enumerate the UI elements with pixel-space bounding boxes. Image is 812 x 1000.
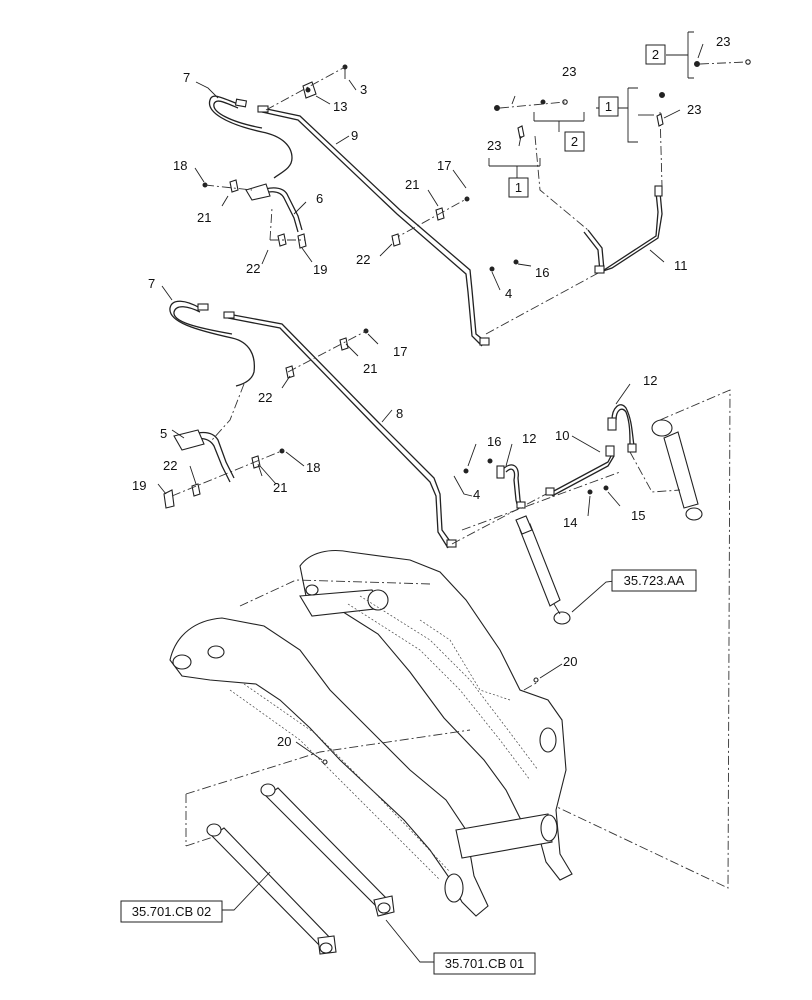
- clip-13: [302, 81, 317, 99]
- kit-bracket-1-mid: [488, 158, 541, 178]
- centerline: [499, 389, 731, 889]
- callout-22: 22: [163, 458, 177, 473]
- callout-15: 15: [631, 508, 645, 523]
- centerline: [629, 451, 681, 493]
- ref-label: 35.701.CB 02: [132, 904, 212, 919]
- pipe-11: [583, 185, 663, 274]
- pipe-8: [223, 311, 457, 549]
- callout-19: 19: [132, 478, 146, 493]
- callout-7: 7: [183, 70, 190, 85]
- centerline: [523, 681, 539, 691]
- lift-cylinder-right: [651, 419, 703, 521]
- callout-17: 17: [437, 158, 451, 173]
- callout-4: 4: [505, 286, 512, 301]
- callout-4: 4: [473, 487, 480, 502]
- callout-18: 18: [173, 158, 187, 173]
- hose-12-right: [607, 404, 637, 453]
- ref-box-35-723-aa[interactable]: 35.723.AA: [611, 569, 697, 592]
- pin-20: [322, 677, 539, 765]
- callout-23: 23: [716, 34, 730, 49]
- callout-17: 17: [393, 344, 407, 359]
- fittings-4-16-lower: [451, 458, 551, 545]
- callout-10: 10: [555, 428, 569, 443]
- fittings-22-19-upper: [269, 207, 307, 249]
- callout-9: 9: [351, 128, 358, 143]
- loader-frame: [169, 549, 573, 917]
- lift-cylinder-left: [515, 515, 571, 625]
- kit-box-1-upper[interactable]: 1: [598, 96, 619, 117]
- kit-label: 1: [515, 180, 522, 195]
- fittings-21-17-lower: [285, 328, 369, 379]
- pipe-9: [257, 105, 490, 347]
- fittings-18-21: [202, 179, 253, 193]
- callout-21: 21: [405, 177, 419, 192]
- kit-box-2-mid[interactable]: 2: [564, 131, 585, 152]
- hose-7-upper: [208, 95, 293, 179]
- kit-label: 2: [571, 134, 578, 149]
- centerline: [265, 66, 346, 111]
- callout-16: 16: [487, 434, 501, 449]
- callout-21: 21: [273, 480, 287, 495]
- centerline: [211, 383, 245, 441]
- callout-19: 19: [313, 262, 327, 277]
- callout-20: 20: [563, 654, 577, 669]
- kit-bracket-2-mid: [533, 112, 585, 132]
- callout-21: 21: [363, 361, 377, 376]
- callout-18: 18: [306, 460, 320, 475]
- centerline: [239, 579, 431, 607]
- hose-7-lower: [169, 300, 256, 387]
- callout-22: 22: [258, 390, 272, 405]
- parts-23-upper: [494, 59, 751, 139]
- pipe-10: [545, 445, 615, 497]
- leader-lines: [157, 43, 704, 963]
- fittings-14-15: [587, 485, 609, 495]
- fittings-21-17-upper: [391, 196, 470, 247]
- pipe-6: [245, 183, 303, 233]
- kit-label: 1: [605, 99, 612, 114]
- ref-label: 35.701.CB 01: [445, 956, 525, 971]
- pipe-5: [173, 429, 235, 483]
- centerline: [461, 471, 621, 531]
- callout-23: 23: [687, 102, 701, 117]
- hose-12-left: [496, 464, 526, 509]
- callout-21: 21: [197, 210, 211, 225]
- callout-22: 22: [246, 261, 260, 276]
- kit-box-1-mid[interactable]: 1: [508, 177, 529, 198]
- tilt-cylinder-02: [206, 823, 337, 955]
- callout-6: 6: [316, 191, 323, 206]
- ref-box-35-701-cb-01[interactable]: 35.701.CB 01: [433, 952, 536, 975]
- callout-labels: 7 3 13 9 18 21 6 22 19 21 17 22 16 4 11 …: [132, 34, 730, 749]
- ref-box-35-701-cb-02[interactable]: 35.701.CB 02: [120, 900, 223, 923]
- callout-16: 16: [535, 265, 549, 280]
- fittings-4-16-upper: [485, 259, 601, 335]
- callout-12: 12: [643, 373, 657, 388]
- kit-bracket-2-upper: [666, 31, 694, 79]
- callout-23: 23: [487, 138, 501, 153]
- ref-label: 35.723.AA: [624, 573, 685, 588]
- callout-11: 11: [674, 258, 688, 273]
- tilt-cylinder-01: [260, 783, 395, 917]
- callout-5: 5: [160, 426, 167, 441]
- callout-12: 12: [522, 431, 536, 446]
- callout-22: 22: [356, 252, 370, 267]
- callout-20: 20: [277, 734, 291, 749]
- callout-14: 14: [563, 515, 577, 530]
- callout-8: 8: [396, 406, 403, 421]
- callout-23: 23: [562, 64, 576, 79]
- callout-7: 7: [148, 276, 155, 291]
- kit-box-2-upper[interactable]: 2: [645, 44, 666, 65]
- kit-label: 2: [652, 47, 659, 62]
- callout-13: 13: [333, 99, 347, 114]
- callout-3: 3: [360, 82, 367, 97]
- centerline: [534, 135, 589, 231]
